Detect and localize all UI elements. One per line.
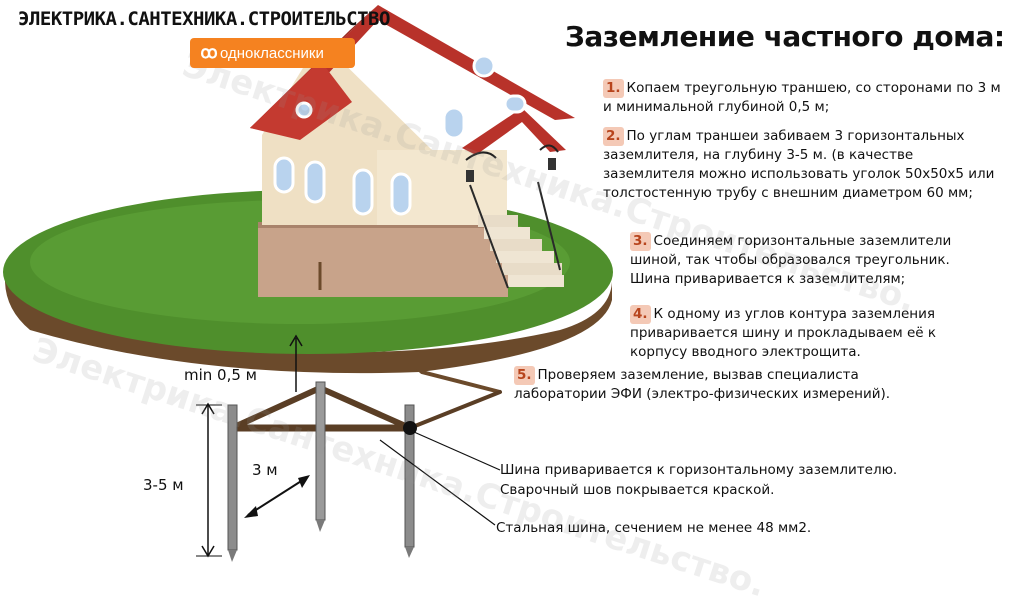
step-text: По углам траншеи забиваем 3 горизонтальн… (603, 128, 995, 201)
house-foundation (258, 222, 508, 297)
weld-note-line1: Шина приваривается к горизонтальному заз… (500, 462, 898, 478)
side-length-label: 3 м (252, 461, 278, 479)
step-number: 1. (603, 79, 624, 98)
step-number: 5. (514, 366, 535, 385)
brand-title: ЭЛЕКТРИКА.САНТЕХНИКА.СТРОИТЕЛЬСТВО (18, 8, 390, 30)
weld-point (403, 421, 417, 435)
step-5: 5.Проверяем заземление, вызвав специалис… (514, 366, 954, 404)
porch-stairs (469, 181, 564, 289)
step-number: 3. (630, 232, 651, 251)
weld-note: Шина приваривается к горизонтальному заз… (500, 460, 960, 500)
step-3: 3.Соединяем горизонтальные заземлители ш… (630, 232, 992, 289)
grounding-rods (227, 381, 415, 562)
step-4: 4.К одному из углов контура заземления п… (630, 305, 990, 362)
step-1: 1.Копаем треугольную траншею, со сторона… (603, 79, 1008, 117)
side-roof (250, 60, 352, 140)
rod-length-label: 3-5 м (143, 476, 184, 494)
step-number: 4. (630, 305, 651, 324)
bus-note: Стальная шина, сечением не менее 48 мм2. (496, 520, 812, 536)
step-text: Копаем треугольную траншею, со сторонами… (603, 80, 1001, 115)
step-text: Проверяем заземление, вызвав специалиста… (514, 367, 891, 402)
grounding-frame (228, 385, 502, 432)
depth-label: min 0,5 м (184, 366, 257, 384)
odnoklassniki-label: одноклассники (220, 45, 324, 62)
step-2: 2.По углам траншеи забиваем 3 горизонтал… (603, 127, 1008, 203)
grounding-wire (406, 358, 501, 394)
step-number: 2. (603, 127, 624, 146)
porch-roof (462, 108, 566, 155)
odnoklassniki-icon: ꝏ (200, 43, 218, 62)
step-text: К одному из углов контура заземления при… (630, 306, 937, 360)
weld-note-line2: Сварочный шов покрывается краской. (500, 482, 775, 498)
page-title: Заземление частного дома: (565, 20, 1005, 53)
soil-layer (5, 270, 612, 374)
step-text: Соединяем горизонтальные заземлители шин… (630, 233, 952, 287)
